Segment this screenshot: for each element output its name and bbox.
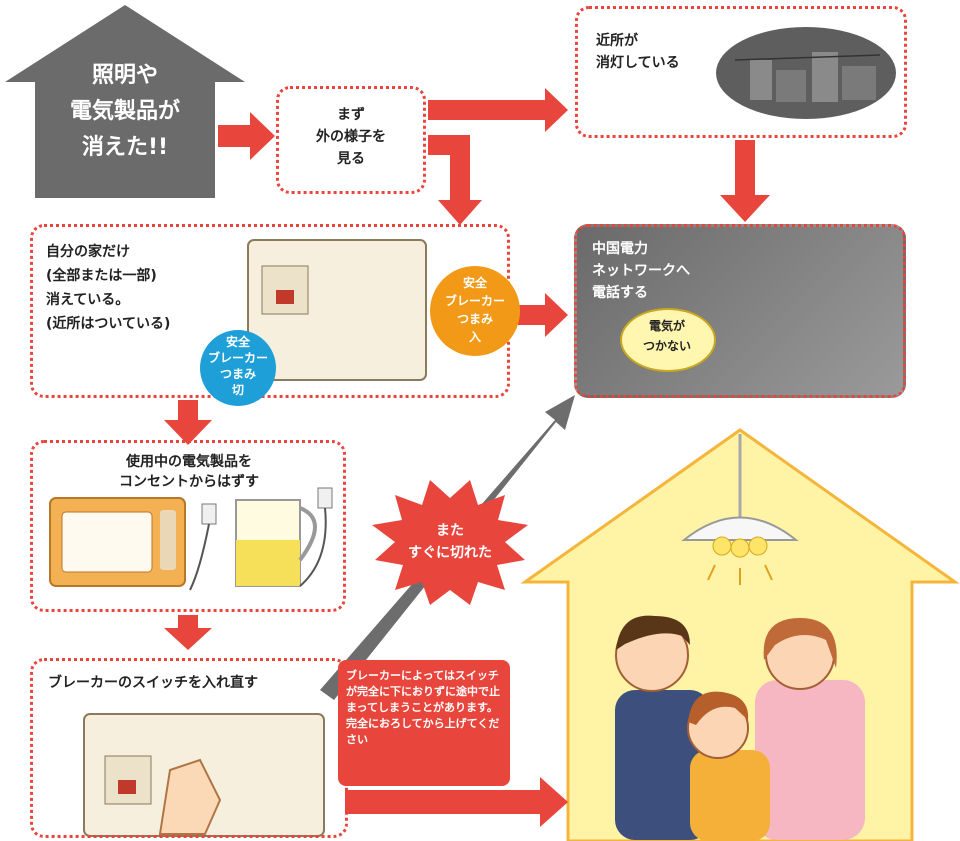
- breaker-on-bubble: [430, 266, 520, 356]
- flow-arrows: [164, 88, 770, 827]
- toaster-oven-illustration: [49, 497, 186, 587]
- call-text: 中国電力 ネットワークへ 電話する: [592, 241, 690, 301]
- burst-shape: [372, 480, 528, 605]
- start-house-shape: [5, 5, 245, 198]
- only-my-house-text: 自分の家だけ (全部または一部) 消えている。 (近所はついている): [46, 244, 171, 332]
- note-box: [338, 660, 510, 786]
- breaker-off-label: 安全 ブレーカー つまみ 切: [207, 335, 268, 397]
- breaker-switch-hand-illustration: [83, 713, 325, 837]
- neighbors-off-box: [575, 6, 907, 138]
- breaker-on-label: 安全 ブレーカー つまみ 入: [444, 276, 505, 344]
- reset-switch-text: ブレーカーのスイッチを入れ直す: [48, 675, 258, 691]
- breaker-panel-illustration: [247, 239, 427, 381]
- call-box: [574, 224, 906, 398]
- family-illustration: [615, 615, 865, 841]
- electric-kettle-illustration: [235, 499, 317, 587]
- start-heading: 照明や 電気製品が 消えた!!: [69, 63, 180, 160]
- look-outside-box: [276, 86, 426, 194]
- neighbors-off-text: 近所が 消灯している: [596, 33, 680, 71]
- ceiling-lamp-icon: [681, 434, 799, 585]
- unplug-text: 使用中の電気製品を コンセントからはずす: [119, 454, 259, 490]
- speech-text: 電気が つかない: [642, 319, 691, 353]
- breaker-off-bubble: [200, 330, 276, 406]
- look-outside-text: まず 外の様子を 見る: [316, 107, 386, 167]
- speech-bubble: [620, 308, 716, 372]
- note-text: ブレーカーによってはスイッチが完全に下におりずに途中で止まってしまうことがありま…: [346, 669, 500, 746]
- burst-text: また すぐに切れた: [408, 523, 492, 561]
- dark-neighborhood-illustration: [716, 27, 896, 119]
- unplug-box: [30, 440, 346, 612]
- power-plug-icon: [189, 487, 333, 591]
